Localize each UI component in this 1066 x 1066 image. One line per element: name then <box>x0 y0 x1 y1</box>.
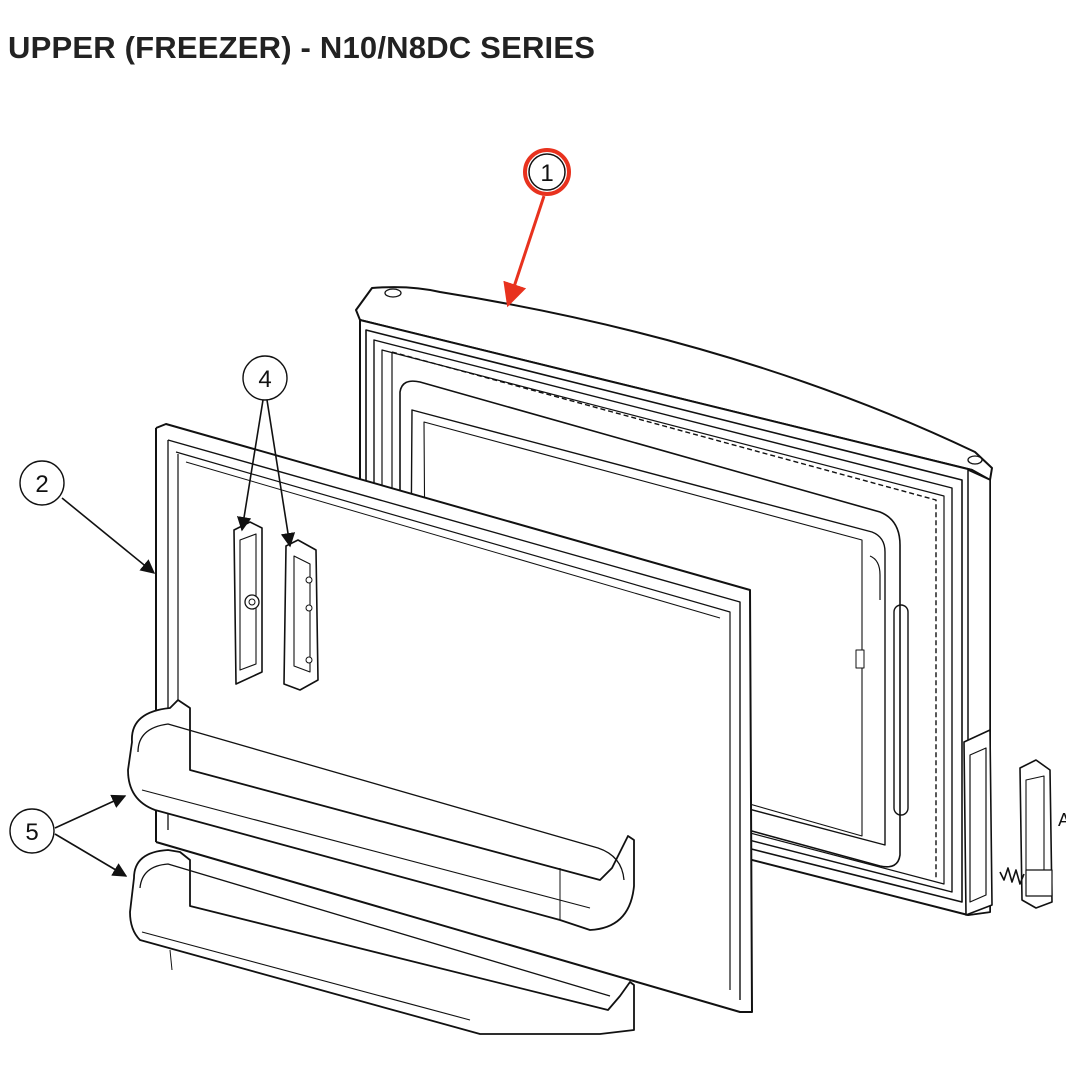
callout-4: 4 <box>236 355 296 548</box>
callout-2-circle <box>19 460 65 506</box>
callout-2-leader-arrow <box>61 497 156 574</box>
callout-4-circle <box>242 355 288 401</box>
callout-5: 5 <box>9 794 128 877</box>
callout-1-circle <box>528 153 566 191</box>
callout-2-label: 2 <box>35 471 48 498</box>
callout-1: 1 <box>503 148 571 308</box>
door-shelf-upper <box>127 699 635 931</box>
callout-5-leader-arrow-a <box>54 794 127 829</box>
callout-4-leader-arrow-a <box>236 399 264 532</box>
callout-2: 2 <box>19 460 156 574</box>
callout-5-leader-arrow-b <box>54 833 128 877</box>
edge-label: A <box>1058 810 1066 830</box>
door-shelf-lower <box>129 849 635 1035</box>
hinge-bracket <box>283 539 319 691</box>
callout-5-circle <box>9 808 55 854</box>
callout-1-leader-arrow <box>503 195 546 308</box>
callout-1-label: 1 <box>540 160 553 187</box>
callout-4-label: 4 <box>258 366 271 393</box>
callout-4-leader-arrow-b <box>266 399 296 548</box>
callout-1-highlight-ring <box>523 148 571 196</box>
callout-5-label: 5 <box>25 819 38 846</box>
side-hinge-piece <box>999 759 1053 909</box>
page-title: UPPER (FREEZER) - N10/N8DC SERIES <box>8 30 596 65</box>
hinge-plate <box>233 521 263 685</box>
